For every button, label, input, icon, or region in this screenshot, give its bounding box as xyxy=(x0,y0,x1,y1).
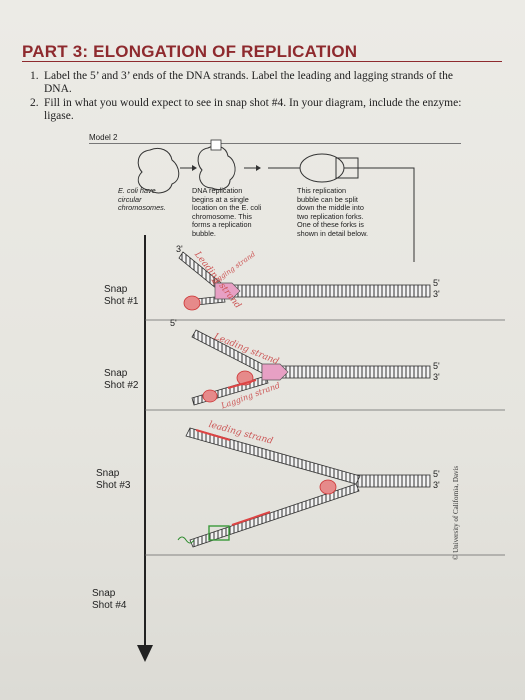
polymerase-icon xyxy=(183,295,201,311)
caption-ecoli: E. coli have circular chromosomes. xyxy=(118,186,166,213)
question-text-line: Label the 5’ and 3’ ends of the DNA stra… xyxy=(44,70,453,82)
model-label: Model 2 xyxy=(89,133,118,142)
snap-label-line: Shot #3 xyxy=(96,480,131,491)
prime-3-label: 3' xyxy=(433,480,440,490)
caption-line: circular xyxy=(118,194,142,204)
question-number: 1. xyxy=(30,70,39,82)
caption-dna-replication: DNA replication begins at a single locat… xyxy=(192,186,262,238)
caption-line: down the middle into xyxy=(297,203,364,212)
title-rule xyxy=(22,61,502,62)
prime-3-label: 3' xyxy=(433,372,440,382)
snap-shot-1-label: Snap Shot #1 xyxy=(104,284,138,308)
question-number: 2. xyxy=(30,97,39,109)
circular-chromosome xyxy=(137,147,180,194)
caption-line: bubble. xyxy=(192,228,216,238)
caption-line: forms a replication xyxy=(192,220,252,229)
polymerase-icon xyxy=(202,389,218,403)
caption-line: location on the E. coli xyxy=(192,203,262,212)
caption-line: E. coli have xyxy=(118,186,156,195)
snap-label-line: Shot #4 xyxy=(92,600,127,611)
caption-line: chromosomes. xyxy=(118,203,166,212)
ligase-icon xyxy=(208,525,230,541)
caption-line: shown in detail below. xyxy=(297,228,368,238)
snap-label-line: Snap xyxy=(104,284,128,295)
polymerase-icon xyxy=(319,479,337,495)
page-title: PART 3: ELONGATION OF REPLICATION xyxy=(22,42,358,61)
caption-line: bubble can be split xyxy=(297,194,358,204)
snap-shot-2-label: Snap Shot #2 xyxy=(104,368,138,392)
time-arrow xyxy=(137,235,153,662)
prime-5-label: 5' xyxy=(433,361,440,371)
caption-line: two replication forks. xyxy=(297,211,364,221)
question-text-line: DNA. xyxy=(44,83,72,95)
snap-label-line: Snap xyxy=(92,588,116,599)
arrow-icon xyxy=(180,165,197,171)
snap-label-line: Shot #2 xyxy=(104,380,139,391)
snap-shot-4-label: Snap Shot #4 xyxy=(92,588,126,612)
snap-label-line: Shot #1 xyxy=(104,296,139,307)
prime-5-label: 5' xyxy=(433,469,440,479)
snap-label-line: Snap xyxy=(104,368,128,379)
prime-3-label: 3' xyxy=(176,244,183,254)
question-text-line: Fill in what you would expect to see in … xyxy=(44,97,462,109)
snap-shot-3-label: Snap Shot #3 xyxy=(96,468,130,492)
snap-label-line: Snap xyxy=(96,468,120,479)
caption-line: DNA replication xyxy=(192,186,243,195)
caption-line: One of these forks is xyxy=(297,220,364,229)
snapshot-2-fork xyxy=(191,329,431,406)
replication-bubble xyxy=(268,153,415,255)
chromosome-with-bubble xyxy=(197,139,236,191)
prime-3-label: 3' xyxy=(433,289,440,299)
caption-line: This replication xyxy=(297,186,347,195)
helicase-icon xyxy=(214,282,241,300)
snapshot-3-fork xyxy=(185,427,431,548)
caption-bubble: This replication bubble can be split dow… xyxy=(297,186,368,238)
prime-5-label: 5' xyxy=(170,318,177,328)
caption-line: chromosome. This xyxy=(192,211,252,221)
helicase-icon xyxy=(261,363,289,381)
squiggle xyxy=(177,536,195,544)
prime-5-label: 5' xyxy=(433,278,440,288)
question-text-line: ligase. xyxy=(44,110,74,122)
caption-line: begins at a single xyxy=(192,194,249,204)
snapshot-1-fork xyxy=(178,251,431,311)
model-rule xyxy=(89,143,461,144)
copyright-text: © University of California, Davis xyxy=(452,465,460,560)
arrow-icon xyxy=(244,165,261,171)
